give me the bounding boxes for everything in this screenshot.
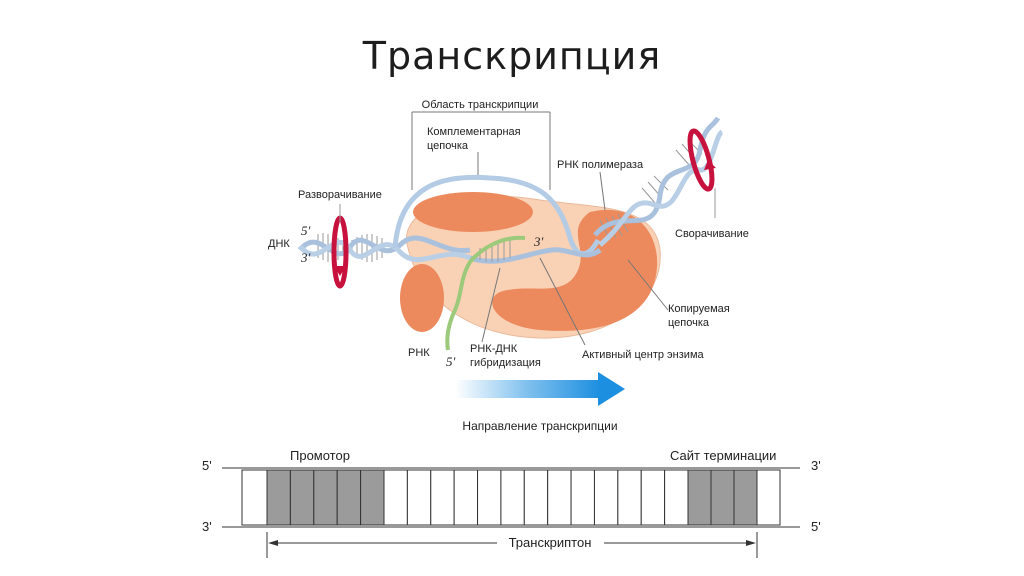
label-rna: РНК <box>408 347 430 359</box>
gene-map-cell <box>453 469 479 526</box>
label-transcripton: Транскриптон <box>509 535 592 550</box>
transcripton-span-arrow <box>266 532 758 558</box>
label-rewinding: Сворачивание <box>675 228 749 240</box>
label-unwinding: Разворачивание <box>298 189 382 201</box>
gene-map-cell <box>756 469 781 526</box>
gene-map-cell <box>313 469 338 526</box>
enzyme-lobe-right <box>492 209 658 331</box>
gene-map-cell <box>406 469 432 526</box>
gene-map: 5' 3' 3' 5' Промотор Сайт терминации Тра… <box>202 448 821 558</box>
label-promoter: Промотор <box>290 448 350 463</box>
gene-map-cell <box>477 469 502 526</box>
leader-lines <box>477 152 669 346</box>
gene-map-cell <box>289 469 315 526</box>
transcription-direction-arrow <box>455 372 625 406</box>
gene-map-top-left-end: 5' <box>202 458 212 473</box>
label-complementary-strand-1: Комплементарная <box>427 126 521 138</box>
label-hybrid-2: гибридизация <box>470 357 541 369</box>
rewinding-rotation-arrow <box>687 128 716 218</box>
label-termination-site: Сайт терминации <box>670 448 776 463</box>
gene-map-cell <box>241 469 268 526</box>
gene-map-cells <box>241 469 781 526</box>
label-direction: Направление транскрипции <box>462 419 617 433</box>
label-rna-3prime: 3′ <box>533 234 544 249</box>
dna-left-helix <box>298 233 471 263</box>
enzyme-lobe-left <box>400 264 444 332</box>
gene-map-cell <box>617 469 642 526</box>
rna-polymerase-enzyme <box>400 192 661 339</box>
label-complementary-strand-2: цепочка <box>427 140 469 152</box>
unwinding-rotation-arrow <box>331 204 349 289</box>
label-rna-polymerase: РНК полимераза <box>557 159 644 171</box>
label-template-strand-2: цепочка <box>668 317 710 329</box>
gene-map-cell <box>687 469 712 526</box>
transcription-region-bracket <box>411 111 551 190</box>
label-dna: ДНК <box>268 238 290 250</box>
gene-map-bottom-left-end: 3' <box>202 519 212 534</box>
gene-map-top-right-end: 3' <box>811 458 821 473</box>
gene-map-cell <box>593 469 619 526</box>
gene-map-cell <box>336 469 362 526</box>
gene-map-cell <box>570 469 595 526</box>
gene-map-cell <box>383 469 408 526</box>
gene-map-cell <box>360 469 385 526</box>
gene-map-cell <box>430 469 455 526</box>
gene-map-cell <box>710 469 735 526</box>
gene-map-cell <box>523 469 549 526</box>
gene-map-bottom-right-end: 5' <box>811 519 821 534</box>
rna-strand <box>445 235 526 351</box>
label-transcription-region: Область транскрипции <box>422 99 539 111</box>
gene-map-cell <box>640 469 666 526</box>
gene-map-cell <box>664 469 689 526</box>
template-strand <box>469 247 602 264</box>
gene-map-cell <box>500 469 525 526</box>
enzyme-lobe-top <box>413 192 533 232</box>
label-dna-3prime: 3′ <box>300 250 311 265</box>
label-hybrid-1: РНК-ДНК <box>470 343 518 355</box>
gene-map-cell <box>733 469 758 526</box>
gene-map-cell <box>547 469 572 526</box>
dna-right-helix <box>593 116 724 247</box>
label-rna-5prime: 5′ <box>446 354 456 369</box>
label-dna-5prime: 5′ <box>301 223 311 238</box>
gene-map-cell <box>266 469 291 526</box>
page-title: Транскрипция <box>362 34 662 78</box>
label-template-strand-1: Копируемая <box>668 303 730 315</box>
label-active-center: Активный центр энзима <box>582 349 705 361</box>
